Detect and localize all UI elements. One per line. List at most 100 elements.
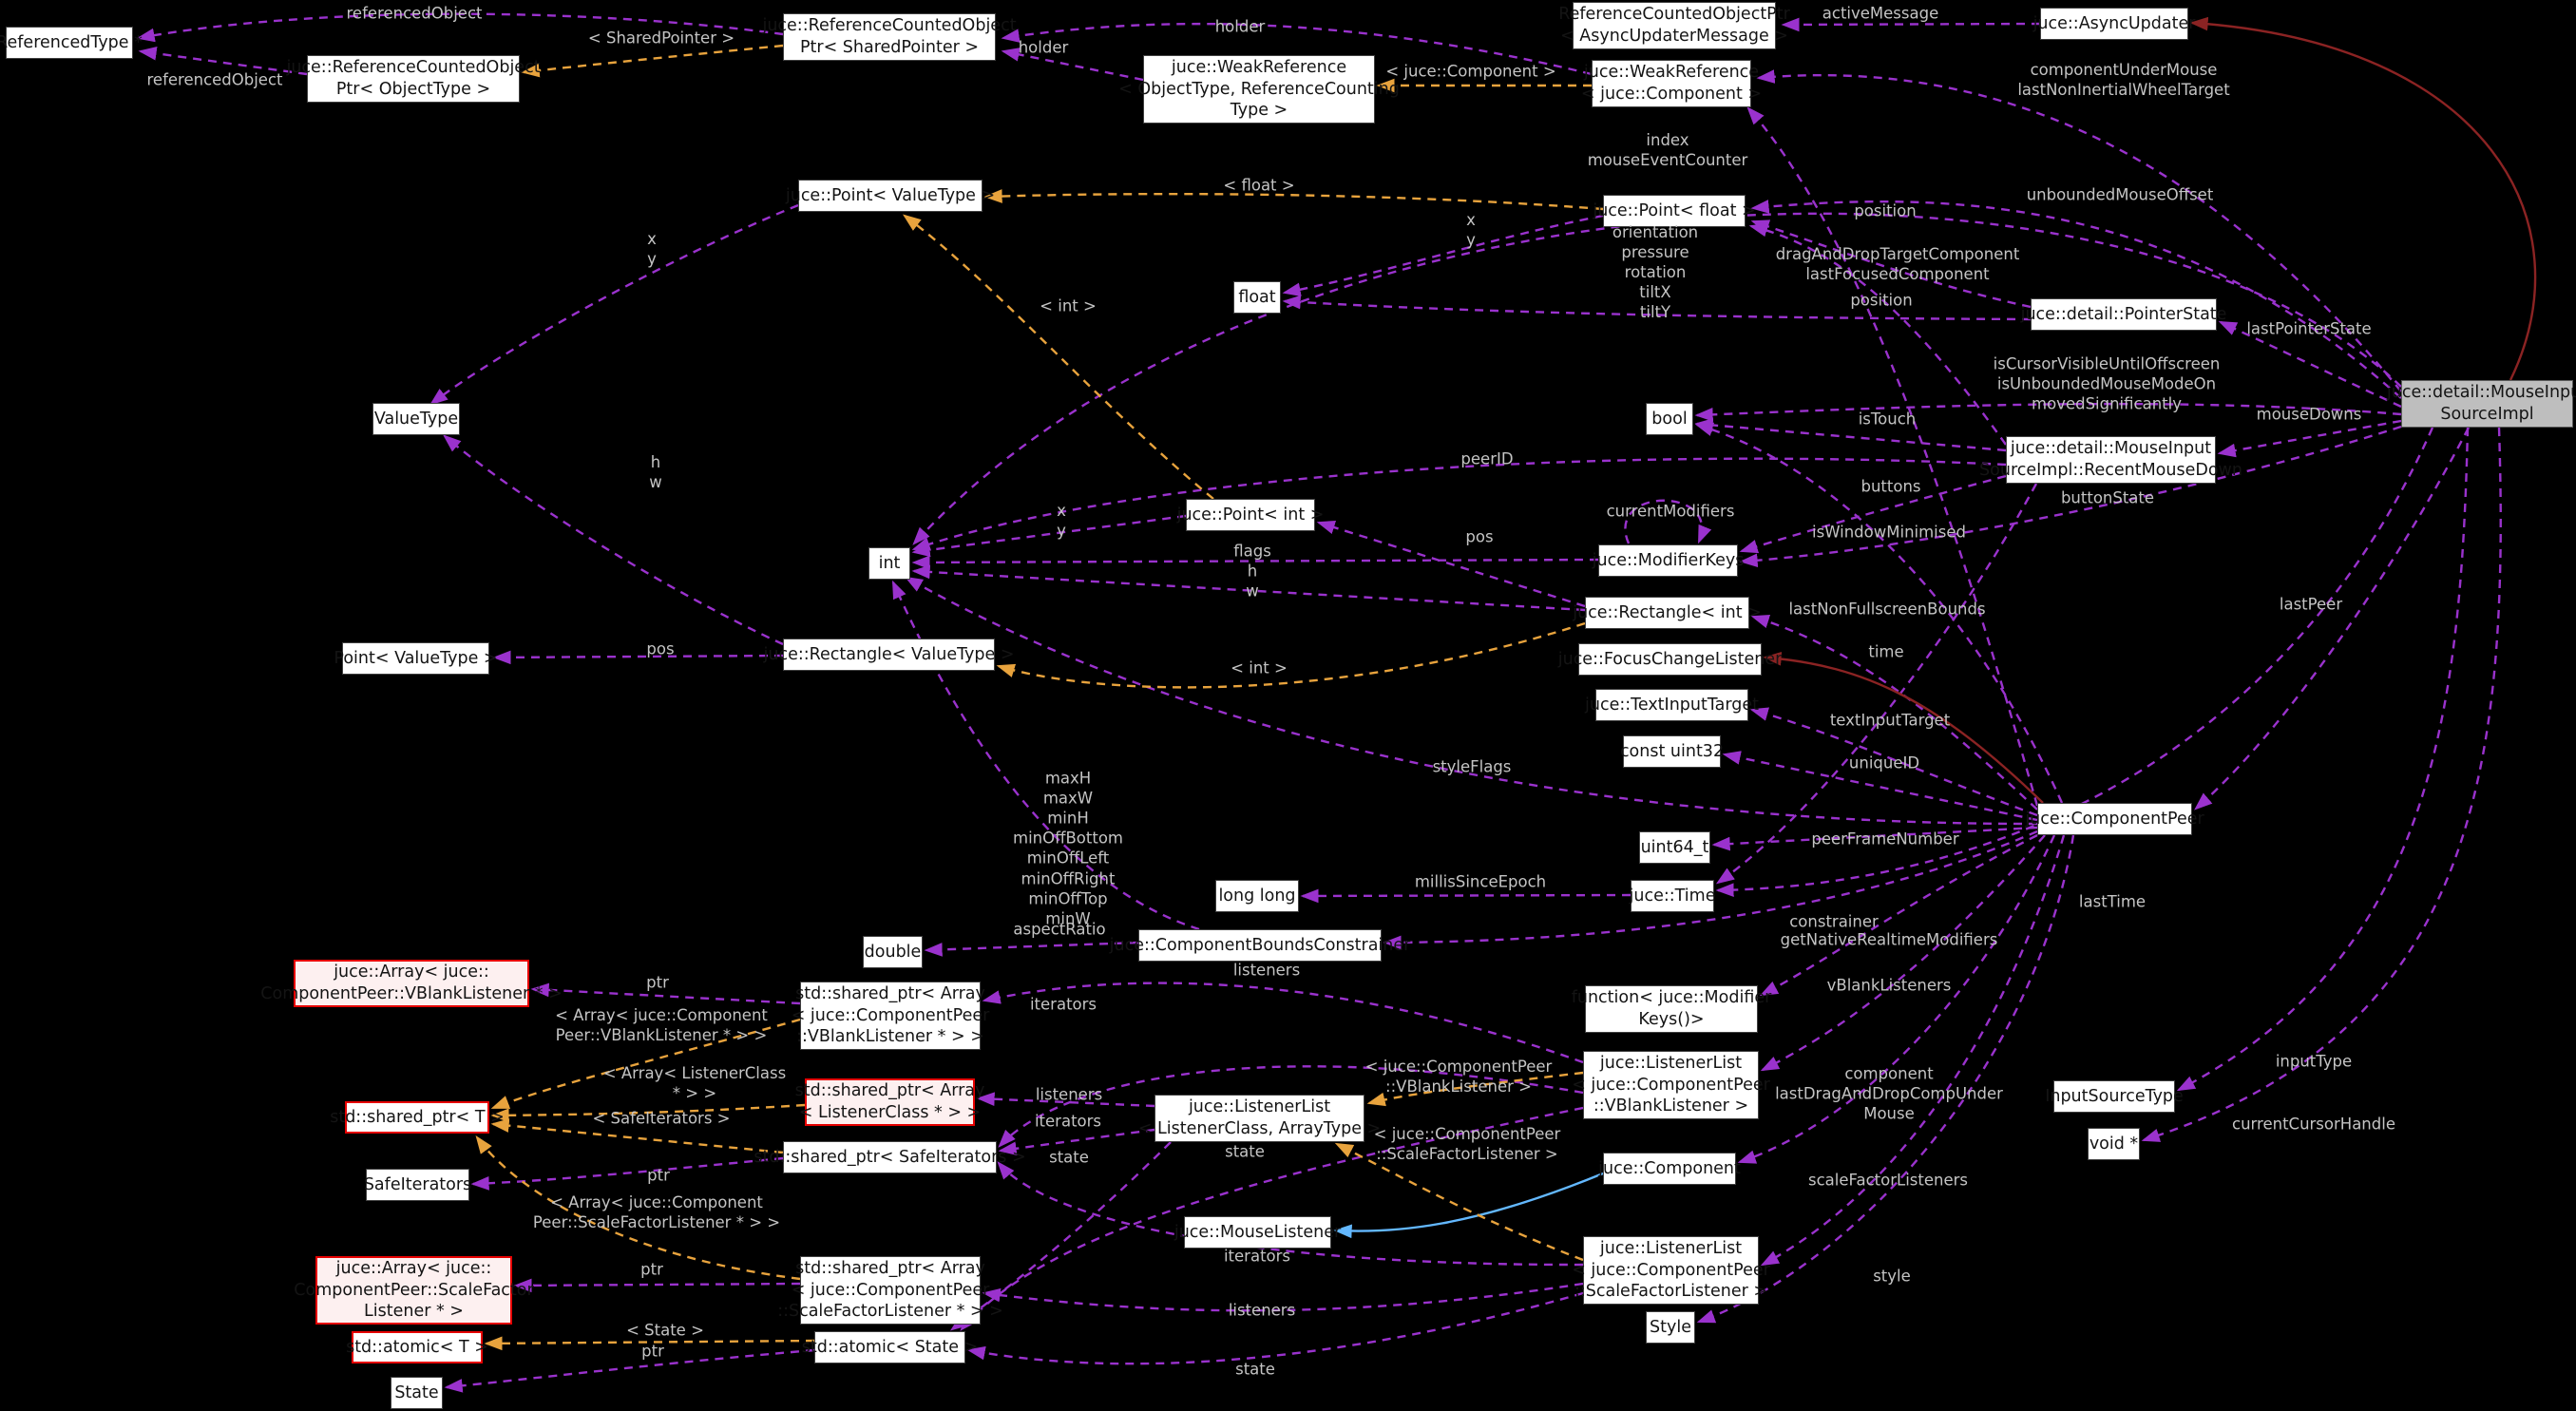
node-focuschangelistener[interactable]: juce::FocusChangeListener [1558, 643, 1782, 676]
node-atomic-t[interactable]: std::atomic< T > [346, 1331, 488, 1363]
node-void-ptr[interactable]: void * [2088, 1128, 2140, 1160]
edge-label: listeners [1035, 1085, 1103, 1104]
node-state[interactable]: State [391, 1377, 443, 1409]
node-rcop-objecttype[interactable]: juce::ReferenceCountedObject Ptr< Object… [286, 55, 541, 103]
node-uint64-t[interactable]: uint64_t [1639, 831, 1710, 864]
edge-usage-23 [911, 555, 1599, 570]
node-point-float[interactable]: juce::Point< float > [1593, 195, 1756, 227]
node-int[interactable]: int [868, 547, 910, 580]
edge-usage-33 [1715, 427, 2434, 898]
edge-label: < int > [1231, 658, 1288, 677]
edge-usage-43 [2176, 427, 2470, 1092]
node-bool[interactable]: bool [1646, 403, 1693, 435]
edge-private_inheritance-27 [1763, 651, 2044, 804]
edge-usage-54 [997, 1161, 1584, 1267]
edge-usage-30 [904, 576, 2038, 826]
edge-usage-42 [2194, 427, 2471, 810]
node-sp-array-vblank[interactable]: std::shared_ptr< Array < juce::Component… [792, 982, 989, 1050]
node-modifierkeys[interactable]: juce::ModifierKeys [1593, 544, 1744, 577]
node-long-long[interactable]: long long [1215, 880, 1299, 912]
node-inputsourcetype[interactable]: InputSourceType [2045, 1080, 2184, 1113]
node-valuetype[interactable]: ValueType [372, 403, 460, 435]
edge-template-65 [490, 1018, 801, 1110]
edge-usage-37 [1759, 833, 2038, 997]
edge-usage-14 [1694, 418, 2007, 452]
node-safeiterators[interactable]: SafeIterators [364, 1169, 471, 1201]
node-sp-safeiterators[interactable]: std::shared_ptr< SafeIterators > [754, 1141, 1026, 1173]
node-ll-vblank[interactable]: juce::ListenerList < juce::ComponentPeer… [1572, 1051, 1770, 1119]
edge-label: state [1235, 1360, 1275, 1379]
edge-label: ptr [647, 1166, 670, 1185]
edge-template-71 [1334, 1142, 1584, 1262]
edge-usage-35 [924, 941, 1139, 957]
edge-template-63 [903, 214, 1214, 500]
edge-usage-13 [1694, 402, 2402, 422]
node-atomic-state[interactable]: std::atomic< State > [802, 1331, 978, 1363]
edge-label: position [1854, 201, 1917, 220]
edge-label: mouseDowns [2256, 405, 2362, 424]
node-pointerstate[interactable]: juce::detail::PointerState [2021, 298, 2226, 331]
node-const-uint32[interactable]: const uint32 [1620, 735, 1724, 768]
edge-usage-25 [1316, 521, 1586, 608]
node-sp-t[interactable]: std::shared_ptr< T > [330, 1101, 505, 1134]
node-ll-generic[interactable]: juce::ListenerList < ListenerClass, Arra… [1138, 1095, 1381, 1142]
node-componentpeer[interactable]: juce::ComponentPeer [2025, 803, 2204, 835]
node-referenced-type[interactable]: ReferencedType * [0, 27, 143, 59]
edge-label: < SharedPointer > [587, 29, 735, 48]
edge-label: referencedObject [146, 70, 283, 89]
edge-usage-72 [1746, 106, 2039, 807]
edge-label: component lastDragAndDropCompUnder Mouse [1775, 1064, 2003, 1123]
node-boundsconstrainer[interactable]: juce::ComponentBoundsConstrainer [1110, 929, 1410, 962]
edge-label: orientation pressure rotation tiltX tilt… [1612, 223, 1699, 322]
edge-usage-41 [1696, 834, 2075, 1324]
node-time[interactable]: juce::Time [1630, 880, 1715, 912]
node-sp-array-listenerclass[interactable]: std::shared_ptr< Array < ListenerClass *… [795, 1078, 984, 1126]
node-weakref-component[interactable]: juce::WeakReference < juce::Component > [1581, 60, 1762, 107]
edge-label: constrainer [1789, 912, 1879, 931]
edge-usage-57 [513, 1278, 801, 1293]
node-style-node[interactable]: Style [1646, 1311, 1695, 1344]
edge-label: textInputTarget [1829, 711, 1951, 730]
node-ll-scalefactor[interactable]: juce::ListenerList < juce::ComponentPeer… [1572, 1236, 1770, 1305]
node-mouseinputsourceimpl[interactable]: juce::detail::MouseInput SourceImpl [2387, 380, 2576, 428]
edge-label: scaleFactorListeners [1807, 1171, 1969, 1190]
edge-label: uniqueID [1848, 753, 1920, 772]
node-rcop-sharedpointer[interactable]: juce::ReferenceCountedObject Ptr< Shared… [762, 13, 1017, 61]
node-rectangle-valuetype[interactable]: juce::Rectangle< ValueType > [764, 639, 1015, 671]
edge-usage-59 [444, 1348, 815, 1393]
node-mouselistener[interactable]: juce::MouseListener [1174, 1216, 1341, 1249]
edge-usage-74 [429, 203, 799, 406]
node-textinputtarget[interactable]: juce::TextInputTarget [1585, 689, 1759, 721]
edge-label: inputType [2275, 1052, 2353, 1071]
edge-label: referencedObject [346, 4, 483, 23]
node-asyncupdater[interactable]: juce::AsyncUpdater [2033, 8, 2195, 40]
node-rectangle-int[interactable]: juce::Rectangle< int > [1573, 597, 1762, 629]
edge-usage-44 [2141, 427, 2502, 1142]
edge-label: < juce::ComponentPeer ::ScaleFactorListe… [1373, 1124, 1561, 1163]
edge-label: listeners [1232, 961, 1301, 980]
node-component[interactable]: juce::Component [1598, 1153, 1741, 1185]
edge-label: lastTime [2078, 892, 2147, 911]
node-recentmousedown[interactable]: juce::detail::MouseInput SourceImpl::Rec… [1979, 436, 2242, 484]
edge-usage-31 [1711, 826, 2038, 851]
node-array-vblank[interactable]: juce::Array< juce:: ComponentPeer::VBlan… [260, 960, 563, 1007]
node-array-scalefactor[interactable]: juce::Array< juce:: ComponentPeer::Scale… [294, 1256, 534, 1325]
node-rcop-asyncupdatermessage[interactable]: ReferenceCountedObjectPtr < AsyncUpdater… [1558, 2, 1790, 49]
node-float[interactable]: float [1233, 281, 1281, 314]
node-point-valuetype2[interactable]: Point< ValueType > [334, 642, 498, 675]
node-fn-modifierkeys[interactable]: function< juce::Modifier Keys()> [1572, 985, 1771, 1033]
edge-label: x y [1466, 210, 1476, 249]
edge-private_inheritance-45 [2189, 16, 2537, 381]
node-point-int[interactable]: juce::Point< int > [1177, 499, 1324, 531]
edge-usage-4 [1781, 17, 2041, 32]
node-double[interactable]: double [863, 936, 923, 968]
edge-label: lastNonFullscreenBounds [1788, 600, 1986, 619]
edge-usage-51 [998, 1128, 1155, 1156]
edge-usage-20 [911, 457, 2007, 551]
edge-label: < float > [1223, 176, 1295, 195]
edge-usage-58 [470, 1156, 784, 1191]
node-weakref-generic[interactable]: juce::WeakReference < ObjectType, Refere… [1118, 55, 1400, 124]
node-point-valuetype[interactable]: juce::Point< ValueType > [786, 180, 995, 212]
node-sp-array-scalefactor[interactable]: std::shared_ptr< Array < juce::Component… [777, 1256, 1003, 1325]
